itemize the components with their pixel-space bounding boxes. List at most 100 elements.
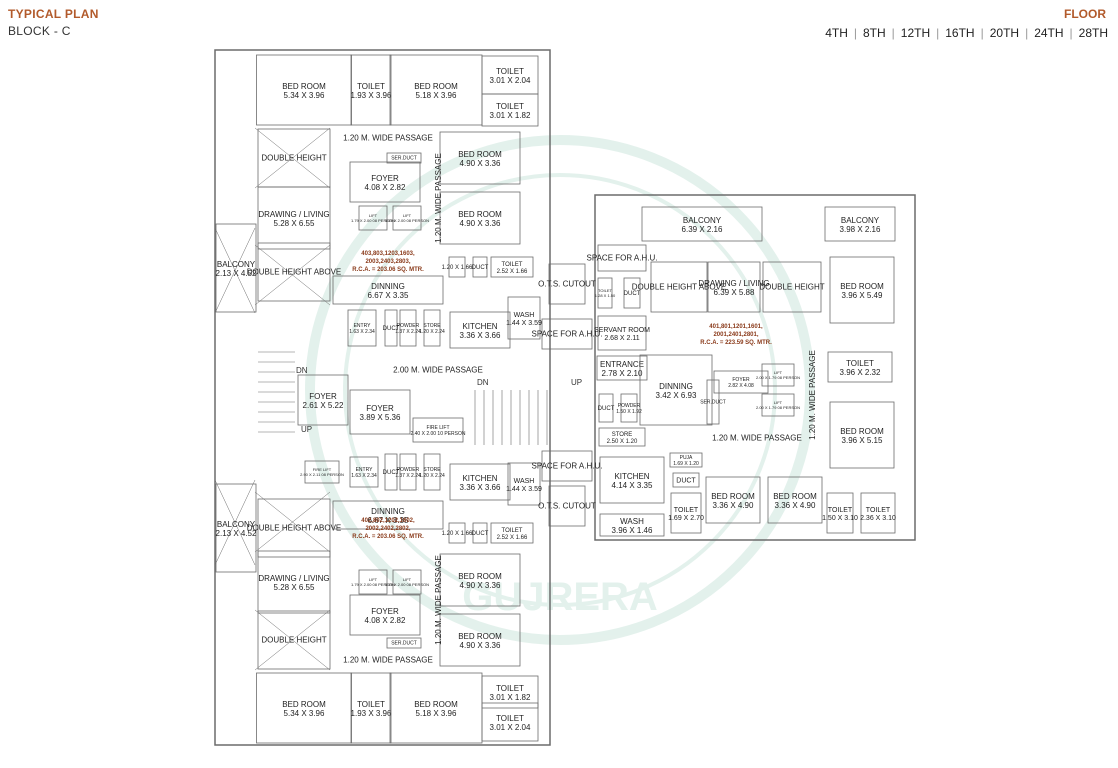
room: DOUBLE HEIGHT (257, 128, 331, 188)
room-name: 2.00 M. WIDE PASSAGE (393, 366, 483, 375)
page-title: TYPICAL PLAN (8, 7, 99, 21)
room-size: 6.39 X 5.88 (714, 288, 755, 297)
room-wall (412, 417, 464, 443)
room-name: PUJA (680, 455, 693, 461)
room: SER.DUCT (386, 637, 422, 649)
room-wall (639, 354, 713, 426)
unit-rca-note: 403,803,1203,1603,2003,2403,2803,R.C.A. … (352, 251, 424, 273)
room-size: 5.28 X 6.55 (274, 219, 315, 228)
room-size: 1.93 X 3.96 (351, 709, 392, 718)
room-wall (349, 389, 411, 435)
room-size: 6.67 X 3.35 (368, 516, 409, 525)
room-size: 2.00 X 1.79 08 PERSON (756, 375, 800, 380)
room-wall (304, 460, 340, 484)
room-name: BED ROOM (458, 572, 502, 581)
unit-rca-note: 402,802,1202,1602,2002,2402,2802,R.C.A. … (352, 518, 424, 540)
room-name: WASH (620, 517, 644, 526)
room: DOUBLE HEIGHT ABOVE (632, 261, 727, 313)
room-size: 1.63 X 2.34 (349, 329, 375, 335)
room-name: BED ROOM (458, 150, 502, 159)
room-wall (669, 452, 703, 468)
room-name: DOUBLE HEIGHT ABOVE (247, 524, 342, 533)
room-wall (707, 261, 761, 313)
room-size: 3.36 X 4.90 (775, 501, 816, 510)
room-wall (358, 205, 388, 231)
room-wall (392, 569, 422, 595)
room: DUCT (623, 277, 641, 309)
room-wall (762, 261, 822, 313)
room-name: WASH (514, 478, 535, 485)
room-wall (439, 191, 521, 245)
room-name: BED ROOM (458, 632, 502, 641)
room-wall (472, 256, 488, 278)
room-name: DOUBLE HEIGHT (261, 636, 326, 645)
stair-up-label: UP (301, 425, 312, 434)
room-wall (623, 277, 641, 309)
unit-note-line: 402,802,1202,1602, (361, 518, 415, 524)
room-size: 4.90 X 3.36 (460, 159, 501, 168)
room-wall (392, 205, 422, 231)
room: DUCT (383, 309, 400, 347)
room-name: TOILET (502, 262, 523, 268)
room-name: FOYER (371, 174, 399, 183)
room-size: 3.01 X 2.04 (490, 723, 531, 732)
room: DOUBLE HEIGHT (759, 261, 825, 313)
room-name: ENTRANCE (600, 360, 644, 369)
room-wall (350, 672, 392, 744)
room: SER.DUCT (700, 379, 726, 425)
room-wall (349, 161, 421, 203)
room-wall (448, 256, 466, 278)
room-name: BALCONY (841, 216, 880, 225)
room-wall (349, 456, 379, 488)
room-size: 2.52 X 1.66 (497, 269, 528, 275)
cutout-diagonal (254, 491, 331, 553)
room-name: TOILET (496, 714, 524, 723)
room: O.T.S. CUTOUT (538, 485, 596, 527)
room-name: BALCONY (217, 260, 256, 269)
room-name: TOILET (828, 507, 853, 514)
room-name: DOUBLE HEIGHT ABOVE (247, 268, 342, 277)
room-wall (761, 363, 795, 387)
room-wall (490, 522, 534, 544)
room-name: 1.20 M. WIDE PASSAGE (808, 350, 817, 440)
room-wall (439, 613, 521, 667)
room: SER.DUCT (386, 152, 422, 164)
room-wall (481, 702, 539, 742)
room-name: DOUBLE HEIGHT ABOVE (632, 283, 727, 292)
room-size: 6.67 X 3.35 (368, 291, 409, 300)
room-name: TOILET (496, 67, 524, 76)
room-wall (824, 206, 896, 242)
room-wall (449, 311, 511, 349)
walls-layer (214, 49, 916, 746)
room-size: 1.93 X 3.96 (351, 91, 392, 100)
room-size: 1.37 X 2.24 (395, 473, 421, 479)
room-name: BED ROOM (282, 700, 326, 709)
room-size: 2.52 X 1.66 (497, 535, 528, 541)
cutout-diagonal (254, 127, 331, 189)
room-size: 1.20 X 2.24 (419, 329, 445, 335)
room: 1.20 M. WIDE PASSAGE (712, 434, 802, 443)
room-wall (439, 131, 521, 185)
room-name: ENTRY (354, 323, 372, 329)
room-name: 1.20 X 1.66 (442, 531, 473, 537)
room-name: BED ROOM (282, 82, 326, 91)
room-name: DUCT (676, 477, 696, 484)
room-name: TOILET (846, 359, 874, 368)
